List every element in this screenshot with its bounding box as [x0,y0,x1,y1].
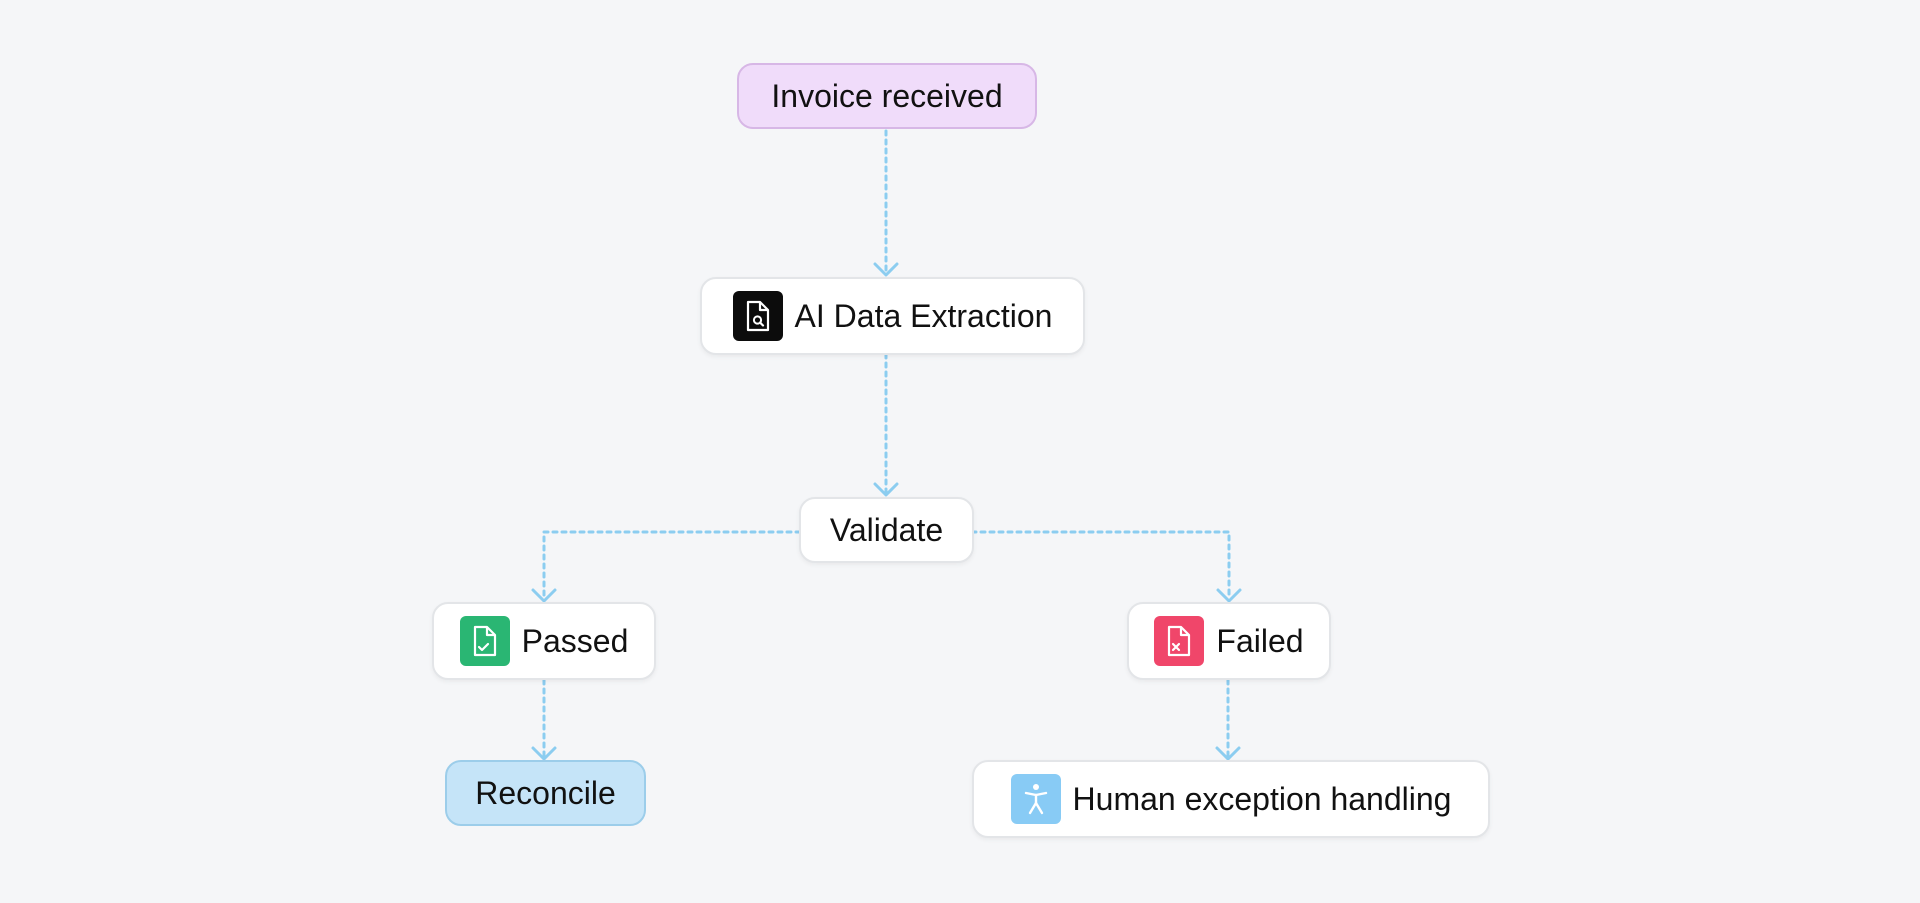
node-label: Passed [521,622,629,659]
document-search-icon [732,291,783,341]
node-reconcile[interactable]: Reconcile [445,760,646,826]
node-passed[interactable]: Passed [432,602,656,680]
document-check-icon [459,616,510,666]
node-ai-data-extraction[interactable]: AI Data Extraction [700,277,1085,355]
node-label: Failed [1216,622,1304,659]
node-human-exception-handling[interactable]: Human exception handling [972,760,1490,838]
arrowhead-human [1215,746,1241,761]
node-validate[interactable]: Validate [799,497,974,563]
edge-validate-to-failed [970,530,1231,600]
node-label: Human exception handling [1072,780,1452,817]
arrowhead-extraction [873,262,899,277]
edge-validate-to-passed [542,530,802,600]
arrowhead-failed [1216,588,1242,603]
node-label: Validate [829,511,944,548]
arrowhead-reconcile [531,746,557,761]
person-accessibility-icon [1010,774,1061,824]
arrowhead-validate [873,482,899,497]
node-label: Reconcile [475,774,616,811]
arrowhead-passed [531,588,557,603]
document-x-icon [1154,616,1205,666]
node-label: Invoice received [771,77,1003,114]
node-label: AI Data Extraction [794,297,1053,334]
node-failed[interactable]: Failed [1127,602,1331,680]
node-invoice-received[interactable]: Invoice received [737,63,1037,129]
